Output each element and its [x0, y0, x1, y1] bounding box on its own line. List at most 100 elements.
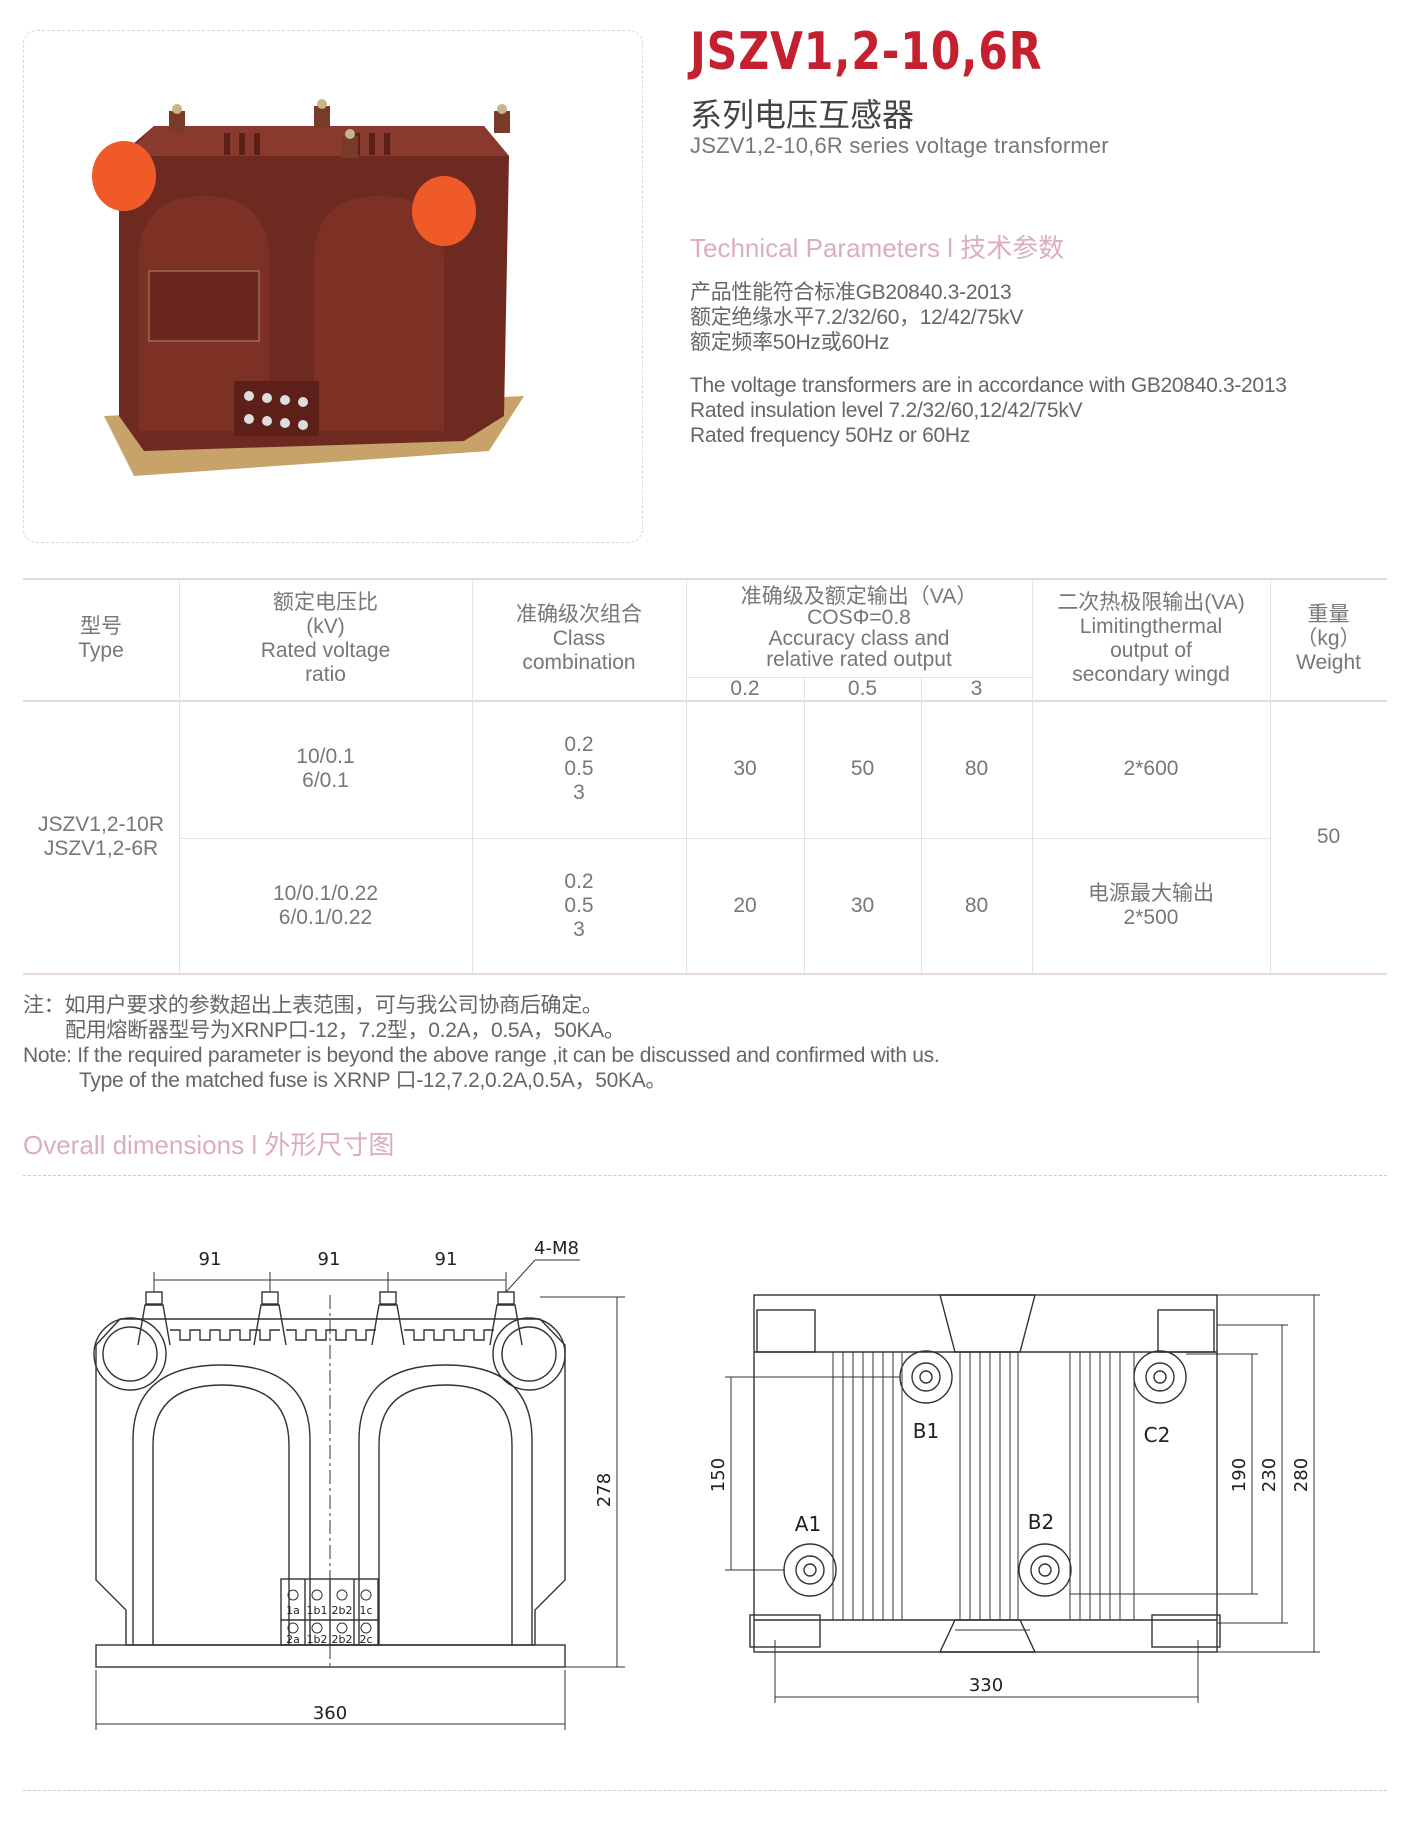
header-text: ratio	[305, 663, 346, 686]
tech-params-en: The voltage transformers are in accordan…	[690, 373, 1287, 448]
table-row-1-ratio: 10/0.1 6/0.1	[179, 700, 472, 838]
table-row-1-acc-0.5: 50	[850, 757, 875, 780]
header-type: 型号 Type	[23, 578, 179, 700]
dim-360: 360	[313, 1703, 347, 1724]
table-border	[804, 677, 805, 975]
table-border	[1032, 578, 1033, 975]
dim-278: 278	[594, 1473, 615, 1507]
table-row-1-thermal: 2*600	[1123, 757, 1179, 780]
dim-91-1: 91	[199, 1249, 222, 1270]
header-text: relative rated output	[766, 647, 952, 671]
dim-bolt: 4-M8	[534, 1238, 579, 1259]
header-text: 二次热极限输出(VA)	[1057, 591, 1245, 614]
table-row-1-acc-3: 80	[964, 757, 989, 780]
dim-91-3: 91	[435, 1249, 458, 1270]
front-view-drawing	[93, 1259, 625, 1730]
label-b2: B2	[1028, 1510, 1054, 1534]
cell-text: 0.2	[564, 869, 594, 893]
cell-text: 3	[573, 781, 585, 804]
cell-text: 10/0.1	[296, 745, 355, 768]
front-view-terminal-symbols	[287, 1589, 372, 1634]
table-border	[23, 700, 1387, 702]
header-thermal: 二次热极限输出(VA) Limitingthermal output of se…	[1032, 578, 1270, 700]
header-text: combination	[522, 651, 636, 674]
table-border	[472, 578, 473, 975]
spec-table: 型号 Type 额定电压比 (kV) Rated voltage ratio 准…	[23, 578, 1387, 975]
table-border	[179, 578, 180, 975]
type-value: JSZV1,2-6R	[43, 836, 159, 860]
terminal-label: 1c	[359, 1604, 372, 1617]
cell-text: 0.2	[564, 733, 594, 756]
terminal-label: 2b2	[332, 1633, 353, 1646]
table-row-2-thermal: 电源最大输出 2*500	[1032, 838, 1270, 973]
table-row-1-acc-0.2: 30	[733, 757, 757, 780]
dimension-drawings: 91 91 91 4-M8 278 360 1a 1b1 2b2 1c 2a 1…	[93, 1238, 1320, 1730]
terminal-label: 1a	[286, 1604, 300, 1617]
header-acc-3: 3	[970, 676, 983, 700]
header-accuracy: 准确级及额定输出（VA） COSΦ=0.8 Accuracy class and…	[686, 578, 1032, 677]
header-text: Class	[552, 627, 606, 650]
table-row-1-class: 0.2 0.5 3	[472, 700, 686, 838]
table-border	[921, 677, 922, 975]
tech-line: 额定频率50Hz或60Hz	[690, 331, 890, 354]
technical-parameters-heading: Technical Parameters l 技术参数	[690, 233, 1065, 263]
cell-text: 电源最大输出	[1088, 881, 1214, 905]
terminal-label: 2c	[359, 1633, 372, 1646]
note-line: 注：如用户要求的参数超出上表范围，可与我公司协商后确定。	[23, 994, 603, 1017]
header-text: （kg）	[1296, 627, 1361, 650]
label-a1: A1	[795, 1512, 821, 1536]
header-text: 额定电压比	[273, 591, 378, 614]
note-line: Note: If the required parameter is beyon…	[23, 1044, 940, 1067]
note-line: Type of the matched fuse is XRNP 口-12,7.…	[79, 1069, 667, 1092]
header-text: (kV)	[306, 615, 345, 638]
cell-text: 3	[573, 917, 585, 941]
table-row-2-ratio: 10/0.1/0.22 6/0.1/0.22	[179, 838, 472, 973]
terminal-label: 2b2	[332, 1604, 353, 1617]
dim-150: 150	[708, 1458, 729, 1492]
header-text: 重量	[1307, 603, 1350, 626]
dim-190: 190	[1229, 1458, 1250, 1492]
product-photo	[92, 99, 524, 476]
table-row-2-class: 0.2 0.5 3	[472, 838, 686, 973]
tech-line: Rated insulation level 7.2/32/60,12/42/7…	[690, 399, 1083, 422]
header-text: output of	[1110, 639, 1192, 662]
header-text: 准确级及额定输出（VA）	[740, 584, 978, 608]
header-weight: 重量 （kg） Weight	[1270, 578, 1387, 700]
table-border	[23, 578, 1387, 580]
tech-line: 额定绝缘水平7.2/32/60，12/42/75kV	[690, 306, 1024, 329]
type-value: JSZV1,2-10R	[37, 812, 165, 836]
type-cell: JSZV1,2-10R JSZV1,2-6R	[23, 700, 179, 973]
top-view-drawing	[725, 1294, 1320, 1703]
weight-cell: 50	[1316, 824, 1341, 848]
product-title: JSZV1,2-10,6R	[690, 22, 1043, 82]
table-row-2-acc-0.5: 30	[850, 893, 875, 917]
note-line: 配用熔断器型号为XRNP口-12，7.2型，0.2A，0.5A，50KA。	[65, 1019, 625, 1042]
header-text: Rated voltage	[260, 639, 391, 662]
terminal-label: 1b1	[307, 1604, 328, 1617]
header-text: Limitingthermal	[1079, 615, 1223, 638]
terminal-label: 1b2	[307, 1633, 328, 1646]
header-text: secondary wingd	[1072, 663, 1230, 686]
header-acc-0.5: 0.5	[847, 676, 878, 700]
header-text: Type	[78, 639, 124, 662]
overall-dimensions-heading: Overall dimensions l 外形尺寸图	[23, 1130, 395, 1160]
table-row-2-acc-3: 80	[964, 893, 989, 917]
table-border	[686, 677, 1032, 678]
table-border	[179, 838, 1270, 839]
cell-text: 2*500	[1123, 905, 1179, 929]
divider	[23, 1790, 1387, 1791]
cell-text: 0.5	[564, 757, 594, 780]
product-subtitle-cn: 系列电压互感器	[690, 97, 915, 133]
tech-line: The voltage transformers are in accordan…	[690, 374, 1287, 397]
header-text: Weight	[1296, 651, 1361, 674]
cell-text: 6/0.1/0.22	[278, 905, 373, 929]
dim-91-2: 91	[318, 1249, 341, 1270]
label-c2: C2	[1144, 1423, 1171, 1447]
product-subtitle-en: JSZV1,2-10,6R series voltage transformer	[690, 133, 1109, 158]
tech-line: Rated frequency 50Hz or 60Hz	[690, 424, 970, 447]
header-acc-0.2: 0.2	[730, 676, 760, 700]
table-row-2-acc-0.2: 20	[733, 893, 757, 917]
header-text: COSΦ=0.8	[807, 605, 911, 629]
table-border	[686, 578, 687, 975]
cell-text: 6/0.1	[302, 769, 349, 792]
